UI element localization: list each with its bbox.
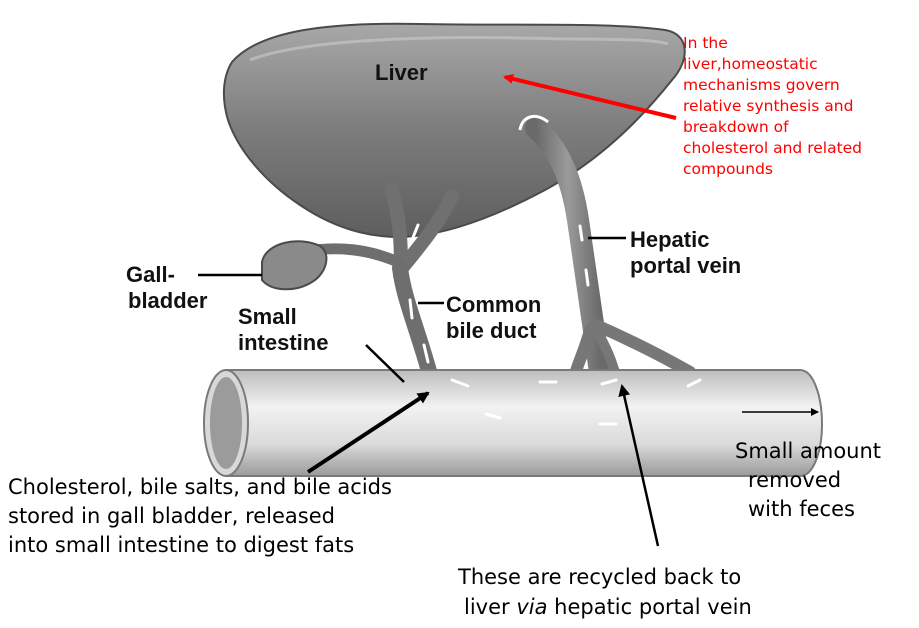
hepatic-portal-vein-label-line2: portal vein <box>630 253 741 278</box>
liver-note-line-7: compounds <box>683 160 773 178</box>
recycle-note-line-1: These are recycled back to <box>457 565 741 589</box>
liver-note: In the liver,homeostatic mechanisms gove… <box>683 34 862 178</box>
gallbladder-note: Cholesterol, bile salts, and bile acids … <box>8 475 392 557</box>
small-intestine-label-line2: intestine <box>238 330 328 355</box>
gallbladder-note-line-1: Cholesterol, bile salts, and bile acids <box>8 475 392 499</box>
recycle-note-line-2-post: hepatic portal vein <box>547 595 751 619</box>
liver-note-line-6: cholesterol and related <box>683 139 862 157</box>
liver-label: Liver <box>375 60 428 85</box>
small-intestine-lumen <box>210 377 242 469</box>
hepatic-portal-vein-label-line1: Hepatic <box>630 227 709 252</box>
feces-note-line-3: with feces <box>748 497 855 521</box>
common-bile-duct-label-line2: bile duct <box>446 318 537 343</box>
gallbladder-label-line1: Gall- <box>126 262 175 287</box>
recycle-note: These are recycled back to liver via hep… <box>457 565 752 619</box>
gallbladder-note-line-3: into small intestine to digest fats <box>8 533 354 557</box>
common-bile-duct-shape <box>400 268 430 375</box>
liver-note-line-4: relative synthesis and <box>683 97 853 115</box>
gallbladder-shape <box>262 241 326 289</box>
common-bile-duct-label-line1: Common <box>446 292 541 317</box>
liver-note-line-3: mechanisms govern <box>683 76 840 94</box>
recycle-note-line-2: liver via hepatic portal vein <box>464 595 752 619</box>
gallbladder-note-line-2: stored in gall bladder, released <box>8 504 335 528</box>
liver-note-line-2: liver,homeostatic <box>683 55 818 73</box>
feces-note-line-1: Small amount <box>735 439 881 463</box>
recycle-note-line-2-pre: liver <box>464 595 516 619</box>
liver-note-line-1: In the <box>683 34 728 52</box>
feces-note: Small amount removed with feces <box>735 439 881 521</box>
small-intestine-tube <box>226 370 822 476</box>
recycle-note-via: via <box>516 595 547 619</box>
small-intestine-label-line1: Small <box>238 304 297 329</box>
gallbladder-label-line2: bladder <box>128 288 208 313</box>
feces-note-line-2: removed <box>748 468 841 492</box>
liver-note-line-5: breakdown of <box>683 118 789 136</box>
